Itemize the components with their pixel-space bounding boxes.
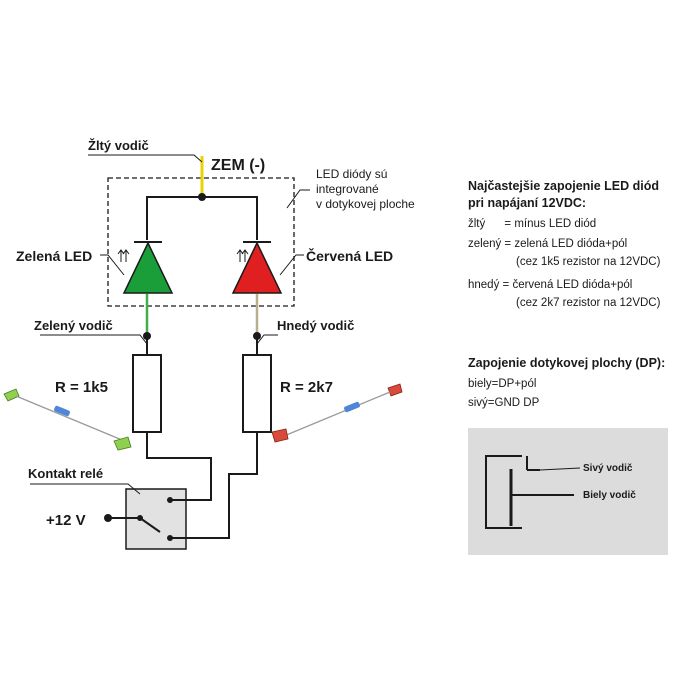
notes-title-line-2: pri napájaní 12VDC: bbox=[468, 196, 586, 210]
enclosure-note-line-3: v dotykovej ploche bbox=[316, 197, 415, 211]
supply-node bbox=[104, 514, 112, 522]
grey-wire-label: Sivý vodič bbox=[583, 463, 633, 474]
ground-label: ZEM (-) bbox=[211, 157, 265, 174]
red-led-leader bbox=[279, 254, 304, 276]
resistor-r1 bbox=[132, 354, 162, 433]
light-arrows-icon bbox=[117, 249, 130, 262]
touch-panel-symbol bbox=[485, 455, 574, 529]
r2-label: R = 2k7 bbox=[280, 379, 333, 396]
green-wire-leader bbox=[40, 334, 148, 345]
enclosure-note-leader bbox=[286, 189, 310, 209]
green-led-label: Zelená LED bbox=[16, 248, 92, 264]
touch-panel-background bbox=[468, 428, 668, 555]
light-arrows-icon bbox=[236, 249, 249, 262]
dp-line-grey: sivý=GND DP bbox=[468, 397, 540, 409]
green-led-symbol bbox=[117, 241, 174, 294]
green-wire-label: Zelený vodič bbox=[34, 318, 113, 333]
brown-wire-leader bbox=[256, 334, 278, 345]
r1-to-relay-wire bbox=[146, 432, 212, 501]
note-yellow: žltý = mínus LED diód bbox=[468, 218, 596, 230]
note-green: zelený = zelená LED dióda+pól bbox=[468, 238, 627, 250]
r1-label: R = 1k5 bbox=[55, 379, 108, 396]
brown-wire-label: Hnedý vodič bbox=[277, 318, 354, 333]
white-wire-label: Biely vodič bbox=[583, 490, 636, 501]
led-top-bus bbox=[146, 196, 258, 240]
dp-title: Zapojenie dotykovej plochy (DP): bbox=[468, 356, 665, 370]
green-led-leader bbox=[100, 254, 125, 276]
dp-line-white: biely=DP+pól bbox=[468, 378, 536, 390]
note-brown-sub: (cez 2k7 rezistor na 12VDC) bbox=[516, 297, 661, 309]
supply-label: +12 V bbox=[46, 512, 86, 529]
note-brown: hnedý = červená LED dióda+pól bbox=[468, 279, 632, 291]
relay-leader bbox=[30, 483, 141, 495]
resistor-photo-right bbox=[271, 383, 403, 443]
enclosure-note-line-2: integrované bbox=[316, 182, 379, 196]
note-green-sub: (cez 1k5 rezistor na 12VDC) bbox=[516, 256, 661, 268]
relay-label: Kontakt relé bbox=[28, 466, 103, 481]
grey-wire-leader bbox=[539, 467, 581, 471]
resistor-r2 bbox=[242, 354, 272, 433]
yellow-wire-leader bbox=[88, 154, 203, 163]
resistor-photo-left bbox=[3, 388, 132, 451]
red-led-label: Červená LED bbox=[306, 247, 393, 264]
notes-title-line-1: Najčastejšie zapojenie LED diód bbox=[468, 179, 659, 193]
red-led-symbol bbox=[231, 241, 283, 294]
relay-switch-arm bbox=[139, 517, 161, 533]
yellow-wire-label: Žltý vodič bbox=[88, 138, 149, 153]
enclosure-note-line-1: LED diódy sú bbox=[316, 167, 387, 181]
r2-to-relay-wire bbox=[180, 432, 258, 539]
